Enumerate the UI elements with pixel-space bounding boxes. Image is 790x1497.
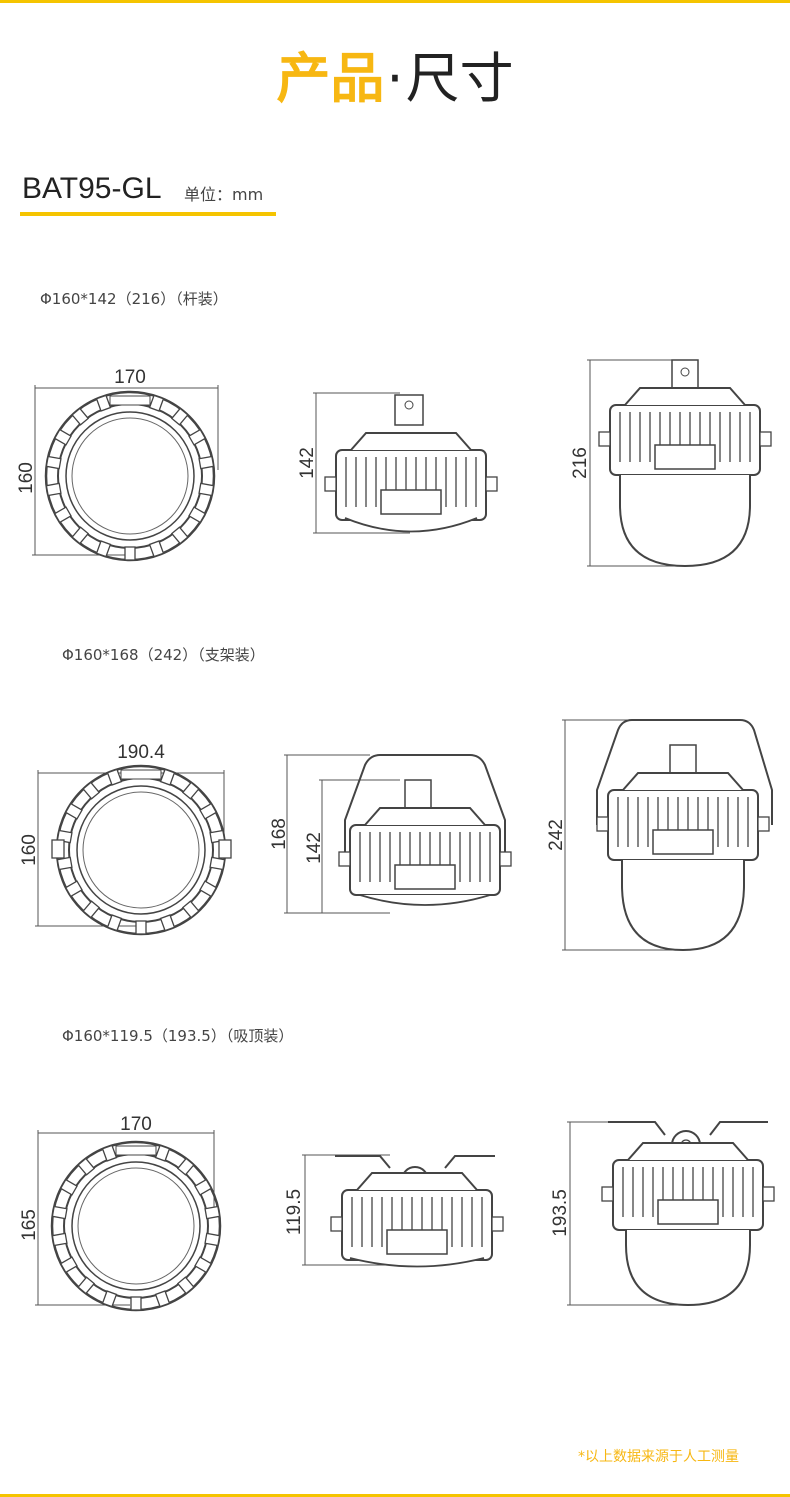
dim-total-height-3: 193.5 xyxy=(550,1189,571,1237)
dim-top-width-1: 170 xyxy=(114,367,146,388)
section-caption-ceiling: Φ160*119.5（193.5）（吸顶装） xyxy=(62,1027,294,1045)
dim-front-height-1: 160 xyxy=(16,462,37,494)
section-ceiling-drawings: 170 165 119.5 193.5 xyxy=(19,1114,775,1312)
dim-side-height-3: 119.5 xyxy=(284,1189,305,1235)
top-accent-bar xyxy=(0,0,790,3)
bottom-accent-bar xyxy=(0,1494,790,1497)
dim-side-height-2: 142 xyxy=(304,832,325,864)
dim-bracket-height-2: 168 xyxy=(269,818,290,850)
title-separator: · xyxy=(386,47,404,110)
dim-total-height-2: 242 xyxy=(546,819,567,851)
dim-side-height-1: 142 xyxy=(297,447,318,479)
title-rest: 尺寸 xyxy=(405,47,514,110)
dim-front-height-2: 160 xyxy=(19,834,40,866)
dim-top-width-2: 190.4 xyxy=(117,742,165,763)
section-pole-drawings: 170 160 142 216 xyxy=(16,359,772,568)
footnote: *以上数据来源于人工测量 xyxy=(578,1449,739,1465)
unit-label: 单位：mm xyxy=(184,185,264,204)
title-highlight: 产品 xyxy=(276,47,385,110)
dim-front-height-3: 165 xyxy=(19,1209,40,1241)
section-caption-bracket: Φ160*168（242）（支架装） xyxy=(62,646,265,664)
model-underline xyxy=(20,212,276,216)
section-bracket-drawings: 190.4 160 168 142 242 xyxy=(19,719,773,952)
dim-total-height-1: 216 xyxy=(570,447,591,479)
section-caption-pole: Φ160*142（216）（杆装） xyxy=(40,290,228,308)
model-name: BAT95-GL xyxy=(22,172,162,205)
page-title: 产品·尺寸 xyxy=(0,44,790,114)
dim-top-width-3: 170 xyxy=(120,1114,152,1135)
